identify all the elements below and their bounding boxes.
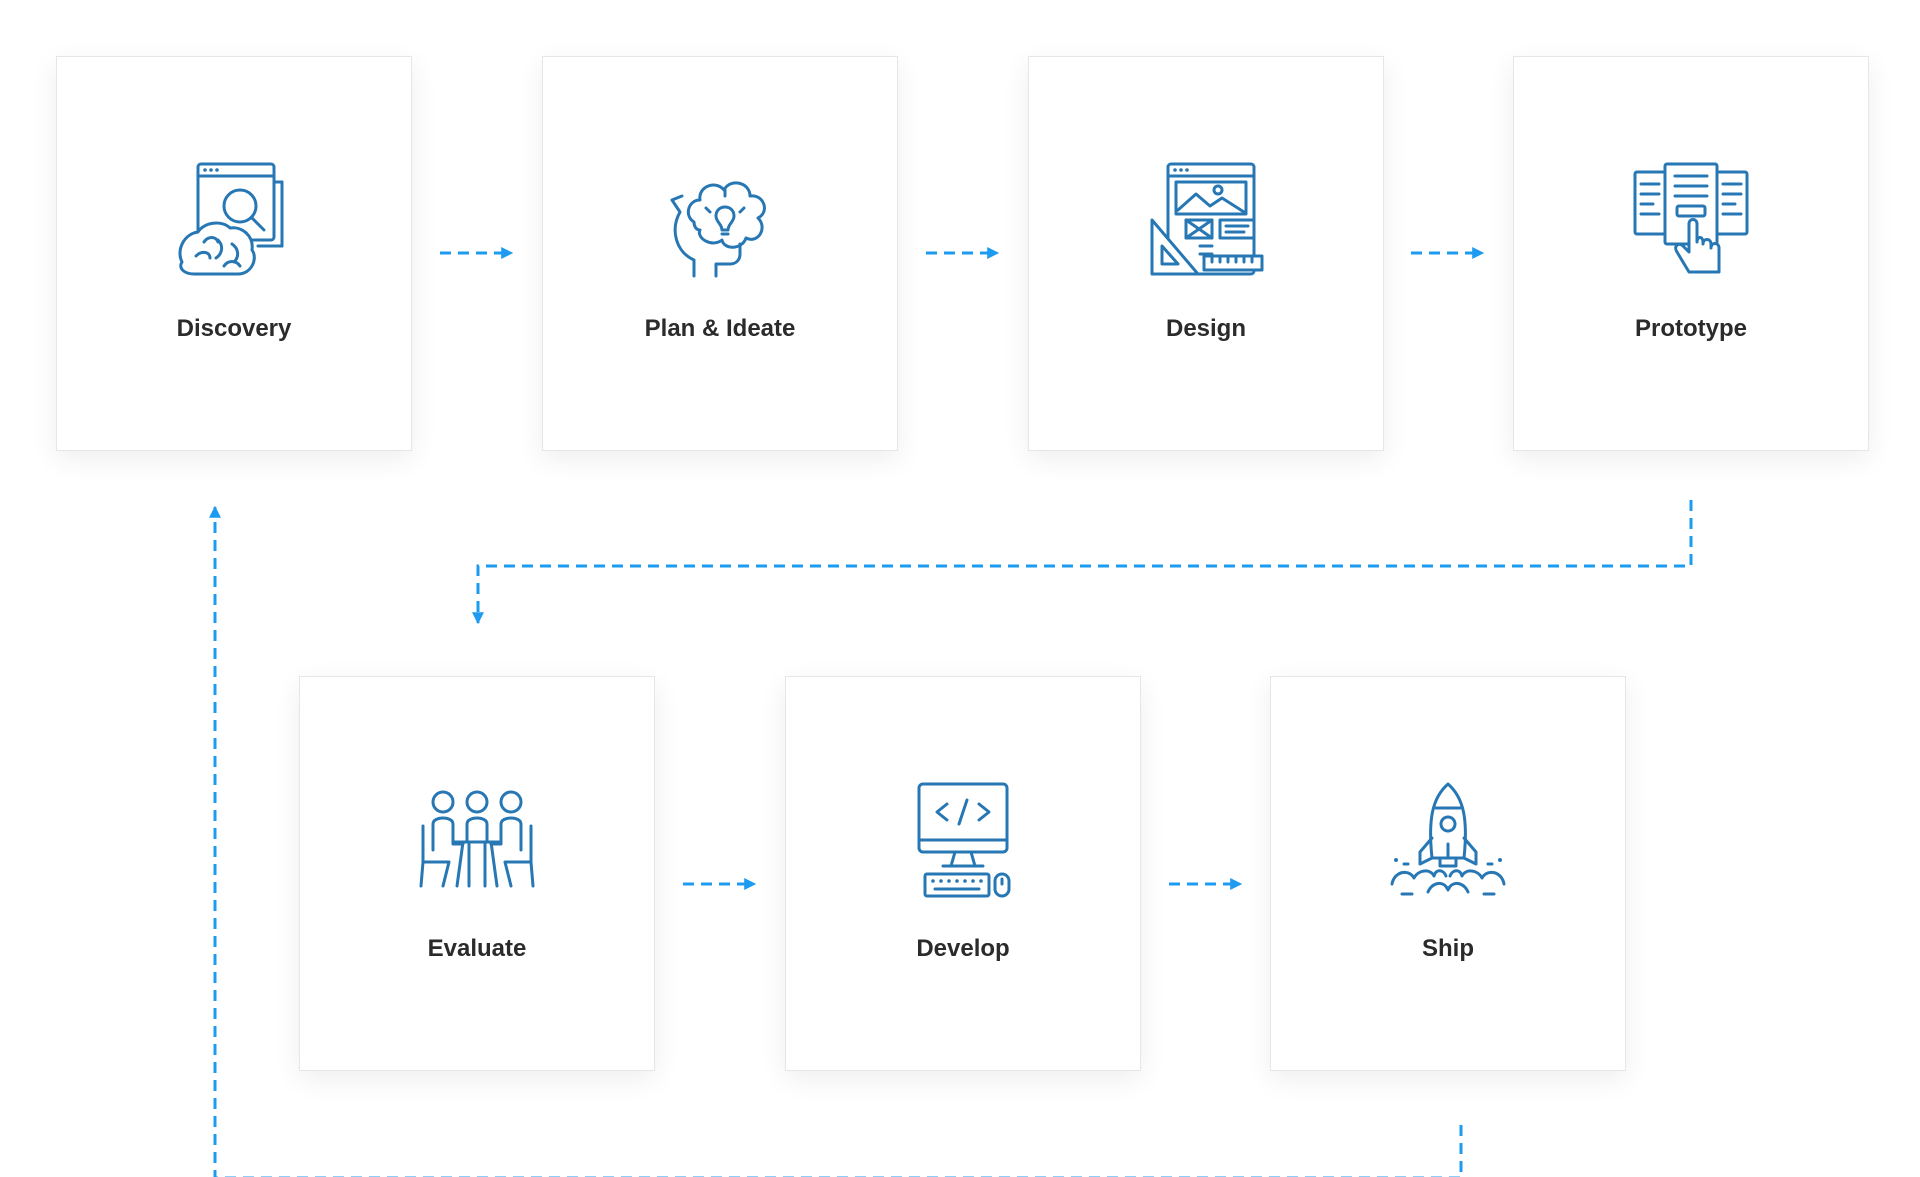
step-card-discovery: Discovery bbox=[56, 56, 412, 451]
rocket-launch-icon bbox=[1388, 780, 1508, 900]
step-card-design: Design bbox=[1028, 56, 1384, 451]
team-meeting-icon bbox=[417, 780, 537, 900]
step-card-plan-ideate: Plan & Ideate bbox=[542, 56, 898, 451]
wireframe-ruler-icon bbox=[1146, 160, 1266, 280]
step-card-prototype: Prototype bbox=[1513, 56, 1869, 451]
step-label-design: Design bbox=[1165, 315, 1246, 342]
step-label-plan-ideate: Plan & Ideate bbox=[644, 315, 796, 342]
computer-code-icon bbox=[903, 780, 1023, 900]
step-card-develop: Develop bbox=[785, 676, 1141, 1071]
step-label-ship: Ship bbox=[1422, 935, 1474, 962]
screens-hand-pointer-icon bbox=[1631, 160, 1751, 280]
head-lightbulb-icon bbox=[660, 160, 780, 280]
step-label-discovery: Discovery bbox=[176, 315, 292, 342]
step-card-ship: Ship bbox=[1270, 676, 1626, 1071]
arrow-prototype-to-evaluate bbox=[472, 500, 1693, 625]
arrow-ship-to-discovery bbox=[209, 505, 1463, 1177]
step-label-develop: Develop bbox=[916, 935, 1010, 962]
brain-search-icon bbox=[174, 160, 294, 280]
step-label-evaluate: Evaluate bbox=[427, 935, 527, 962]
step-label-prototype: Prototype bbox=[1634, 315, 1747, 342]
step-card-evaluate: Evaluate bbox=[299, 676, 655, 1071]
